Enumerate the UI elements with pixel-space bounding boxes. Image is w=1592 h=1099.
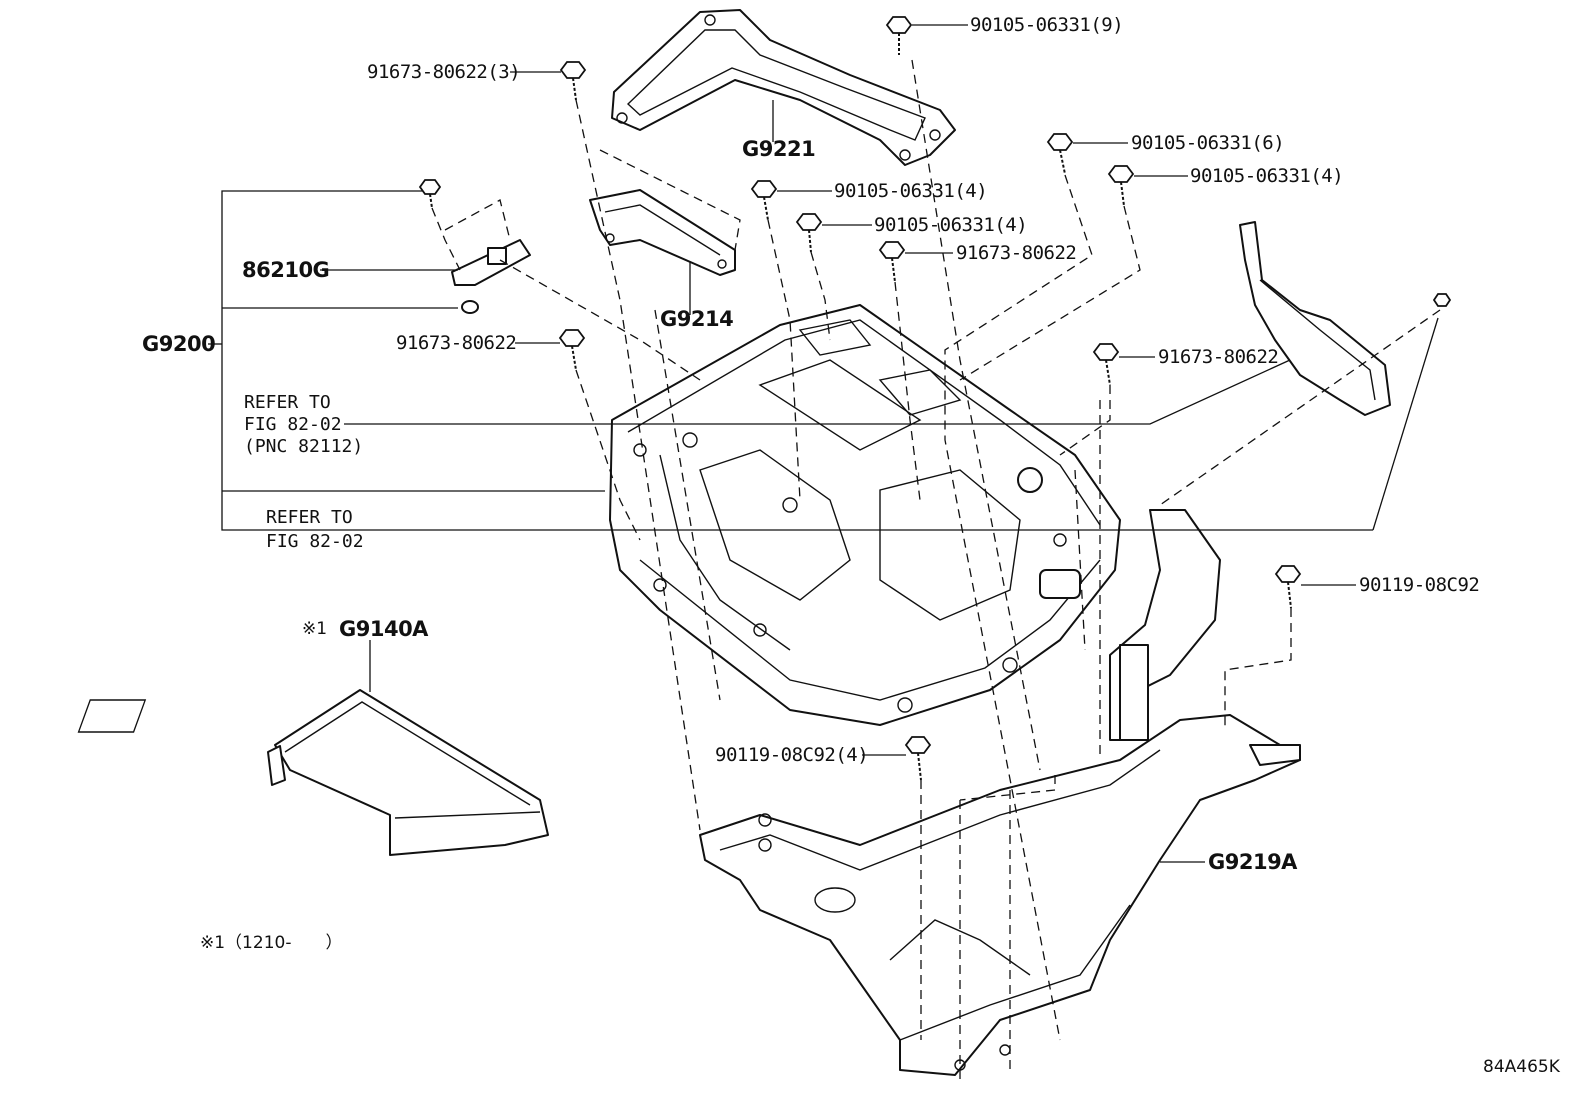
bolt-icon — [1107, 165, 1135, 207]
footnote: ※1（1210- ） — [200, 933, 342, 953]
bolt-set — [418, 16, 1452, 781]
bolt-icon — [1046, 133, 1074, 175]
bolt-90119-4-label: 90119-08C92(4) — [715, 744, 868, 766]
bracket-label: G9214 — [660, 307, 733, 331]
cover-left-mark: ※1 — [302, 619, 327, 639]
refer1-line1: REFER TO — [244, 392, 331, 413]
bolt-mid-91673-label: 91673-80622 — [956, 242, 1076, 264]
bolt-left-top-label: 91673-80622(3) — [367, 61, 520, 83]
right-side-bracket — [1239, 221, 1391, 416]
refer2-line1: REFER TO — [266, 507, 353, 528]
bolt-icon — [904, 736, 932, 781]
bolt-right-4-label: 90105-06331(4) — [1190, 165, 1343, 187]
bolt-mid-4b-label: 90105-06331(4) — [874, 214, 1027, 236]
bolt-icon — [795, 213, 823, 253]
leader-lines — [320, 24, 1356, 863]
bolt-icon — [1092, 343, 1120, 386]
left-cover-part — [77, 689, 549, 856]
bolt-icon — [1432, 293, 1452, 307]
group-bracket — [208, 190, 1439, 531]
bolt-left-mid-label: 91673-80622 — [396, 332, 516, 354]
bolt-icon — [878, 241, 906, 283]
refer1-line3: (PNC 82112) — [244, 436, 363, 457]
bolt-icon — [418, 179, 442, 209]
bottom-tray-part — [699, 509, 1301, 1076]
bolt-icon — [1274, 565, 1302, 609]
bracket-part — [589, 189, 736, 276]
bolt-icon — [558, 329, 586, 371]
group-label: G9200 — [142, 332, 215, 356]
bolt-icon — [885, 16, 913, 55]
tray-label: G9219A — [1208, 850, 1298, 874]
drawing-code: 84A465K — [1483, 1057, 1561, 1077]
sensor-part — [451, 239, 531, 314]
bolt-icon — [559, 61, 587, 101]
refer1-line2: FIG 82-02 — [244, 414, 342, 435]
bolt-90119-label: 90119-08C92 — [1359, 574, 1479, 596]
assembly-guide-lines — [431, 59, 1441, 1080]
bolt-top-label: 90105-06331(9) — [970, 14, 1123, 36]
top-cover-part — [611, 9, 956, 166]
bolt-right-6-label: 90105-06331(6) — [1131, 132, 1284, 154]
refer2-line2: FIG 82-02 — [266, 531, 364, 552]
sensor-label: 86210G — [242, 258, 329, 282]
bolt-right-mid-label: 91673-80622 — [1158, 346, 1278, 368]
bolt-icon — [750, 180, 778, 221]
cover-left-label: G9140A — [339, 617, 429, 641]
bolt-mid-4a-label: 90105-06331(4) — [834, 180, 987, 202]
inverter-housing — [609, 304, 1121, 726]
cover-top-label: G9221 — [742, 137, 815, 161]
